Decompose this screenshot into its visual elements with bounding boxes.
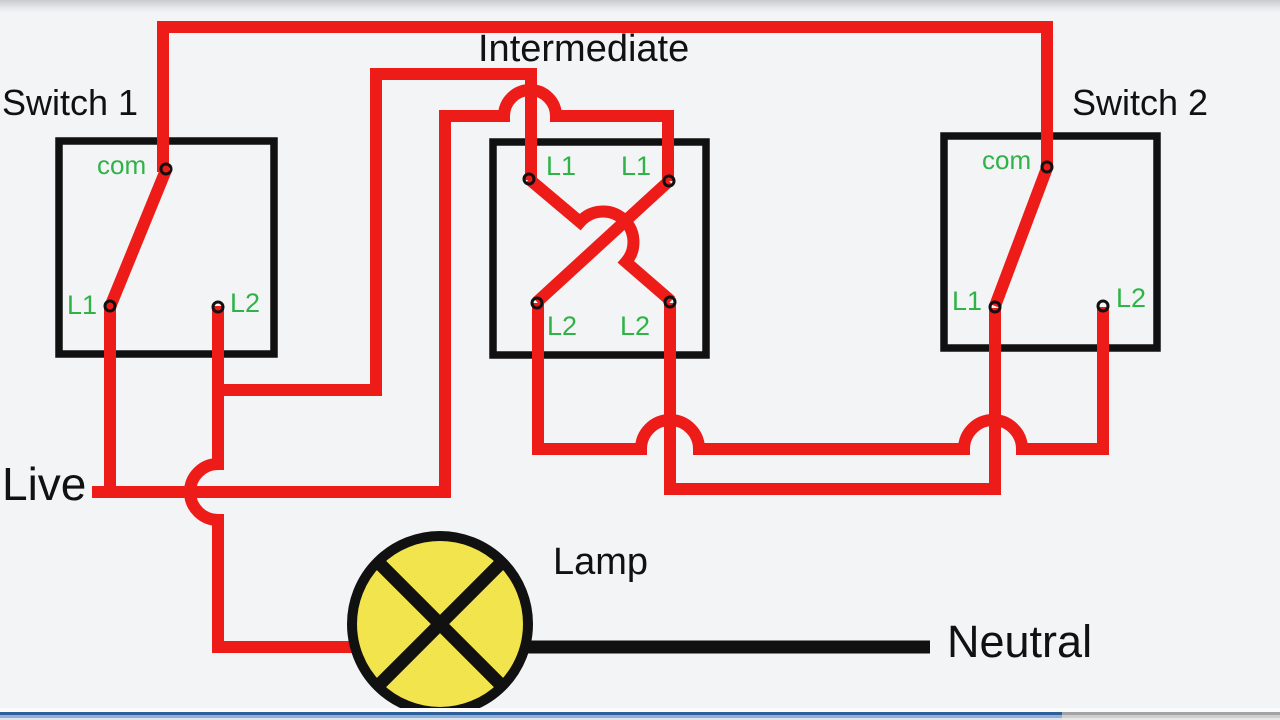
lamp-label: Lamp: [553, 541, 649, 583]
com-link-wire: [157, 21, 1053, 172]
switch2-l1-label: L1: [952, 286, 983, 316]
lamp-x-icon: [374, 558, 506, 690]
video-progress-bar[interactable]: [0, 708, 1280, 720]
switch2-title: Switch 2: [1072, 82, 1209, 123]
live-label: Live: [2, 458, 87, 510]
intermediate-l2-left-label: L2: [547, 311, 578, 341]
switch1-l1-label: L1: [67, 290, 98, 320]
switch1-l2-to-lamp-wire: [184, 306, 353, 653]
intermediate-title: Intermediate: [478, 28, 690, 70]
switch2-l2-label: L2: [1116, 283, 1147, 313]
switch1-l2-to-intermediate-wire: [218, 68, 537, 396]
switch2-blade: [989, 165, 1053, 309]
video-top-band: [0, 0, 1280, 13]
progress-played-glow: [0, 715, 1062, 718]
intermediate-strap-tl-br: [525, 174, 675, 306]
progress-track-top: [0, 708, 1280, 712]
progress-remaining: [1062, 712, 1280, 715]
switch1-com-label: com: [97, 150, 147, 180]
progress-played-fade: [0, 718, 1062, 720]
intermediate-br-to-switch2-l1-wire: [664, 303, 1001, 495]
intermediate-switch-box: [489, 138, 710, 359]
switch1-blade: [104, 167, 172, 310]
intermediate-bl-to-switch2-l2-wire: [532, 303, 1109, 455]
progress-played: [0, 712, 1062, 715]
progress-remaining-glow: [1062, 715, 1280, 718]
intermediate-l2-right-label: L2: [620, 311, 651, 341]
switch2-com-label: com: [982, 145, 1032, 175]
switch1-l2-label: L2: [230, 288, 261, 318]
progress-remaining-fade: [1062, 718, 1280, 720]
intermediate-l1-left-label: L1: [546, 151, 577, 181]
intermediate-l1-right-label: L1: [621, 151, 652, 181]
switch1-title: Switch 1: [2, 82, 139, 123]
intermediate-strap-bl-tr: [532, 176, 674, 307]
terminal-dots: [103, 160, 1110, 314]
neutral-label: Neutral: [947, 616, 1093, 667]
